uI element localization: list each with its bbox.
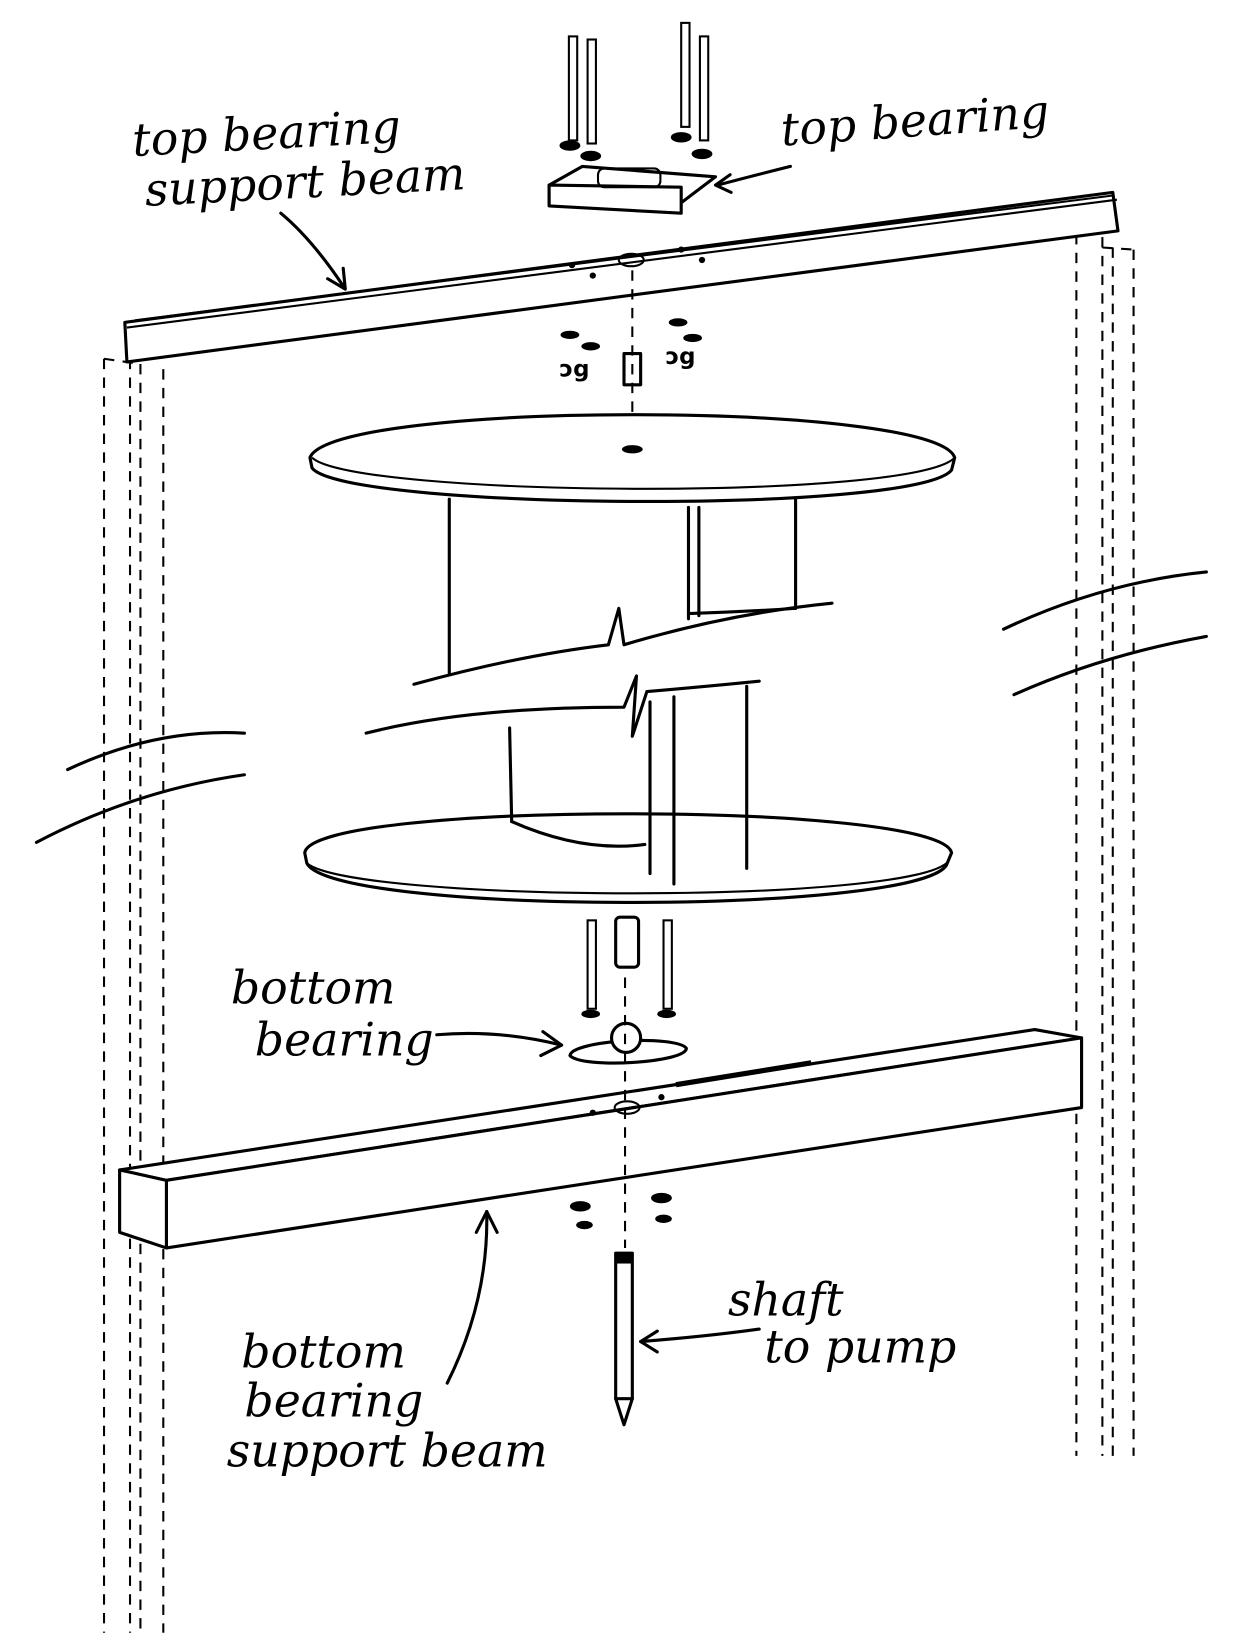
rotor-top-disc [308, 413, 957, 504]
rotor-lower-blades [364, 674, 761, 886]
top-bearing-support-beam [123, 190, 1120, 364]
label-bottom-beam-line1: bottom [241, 1326, 406, 1379]
label-bottom-bearing-line2: bearing [255, 1014, 434, 1067]
rotor-shaft-top [622, 270, 643, 448]
svg-text:ɔg: ɔg [666, 344, 696, 370]
label-shaft-line1: shaft [728, 1274, 844, 1327]
bottom-bearing-bolts [569, 915, 676, 1230]
label-bottom-bearing-line1: bottom [231, 962, 396, 1015]
label-leader-arrows [279, 164, 792, 1385]
post-break-lines [34, 570, 1208, 844]
pump-shaft [614, 977, 634, 1427]
label-bottom-beam-line3: support beam [227, 1424, 548, 1477]
bottom-bearing-support-beam [118, 1027, 1084, 1250]
top-bearing [547, 164, 718, 215]
right-support-post [1075, 233, 1135, 1456]
top-bearing-bolts: ɔg ɔg [559, 21, 713, 382]
label-bottom-beam-line2: bearing [244, 1374, 423, 1427]
label-shaft-line2: to pump [764, 1320, 956, 1373]
left-support-post [102, 357, 165, 1633]
rotor-upper-blades [412, 497, 834, 686]
label-top-bearing: top bearing [779, 85, 1051, 157]
bottom-bearing [568, 1021, 688, 1065]
svg-text:ɔg: ɔg [560, 356, 590, 382]
rotor-bottom-disc [303, 812, 954, 904]
labels: top bearing support beam top bearing bot… [131, 85, 1051, 1477]
